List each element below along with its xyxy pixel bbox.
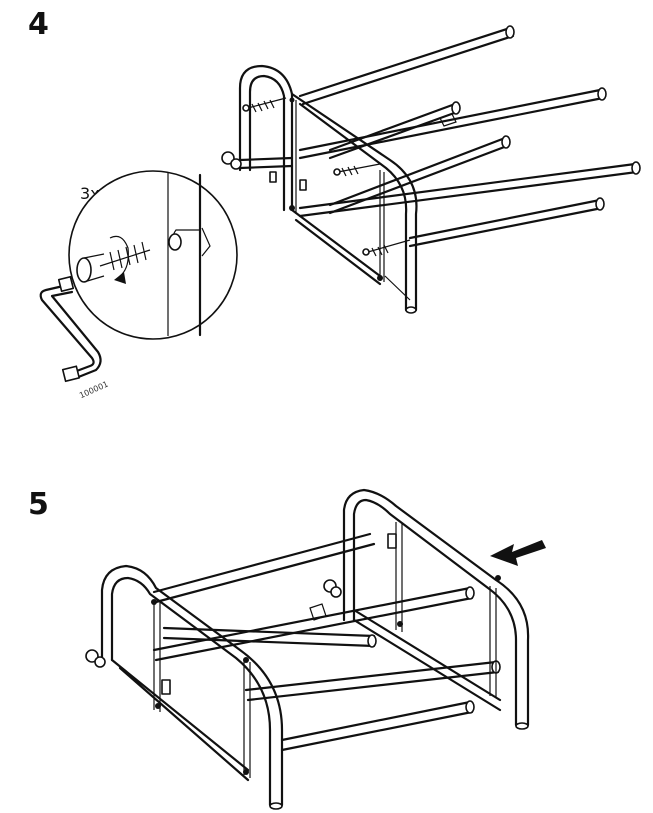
rotate-arrow-icon [109,235,129,284]
screw-icon [76,241,151,283]
step-4-number: 4 [28,7,49,42]
screw-icon [362,239,411,257]
screw-icon [242,97,287,113]
push-arrow-icon [490,540,546,566]
step-4-frame-illustration [221,25,641,314]
step-5-number: 5 [28,487,49,522]
detail-callout [68,170,238,340]
allen-key-icon [39,275,102,383]
step-5-frame-illustration [85,488,530,810]
screw-icon [333,163,381,177]
